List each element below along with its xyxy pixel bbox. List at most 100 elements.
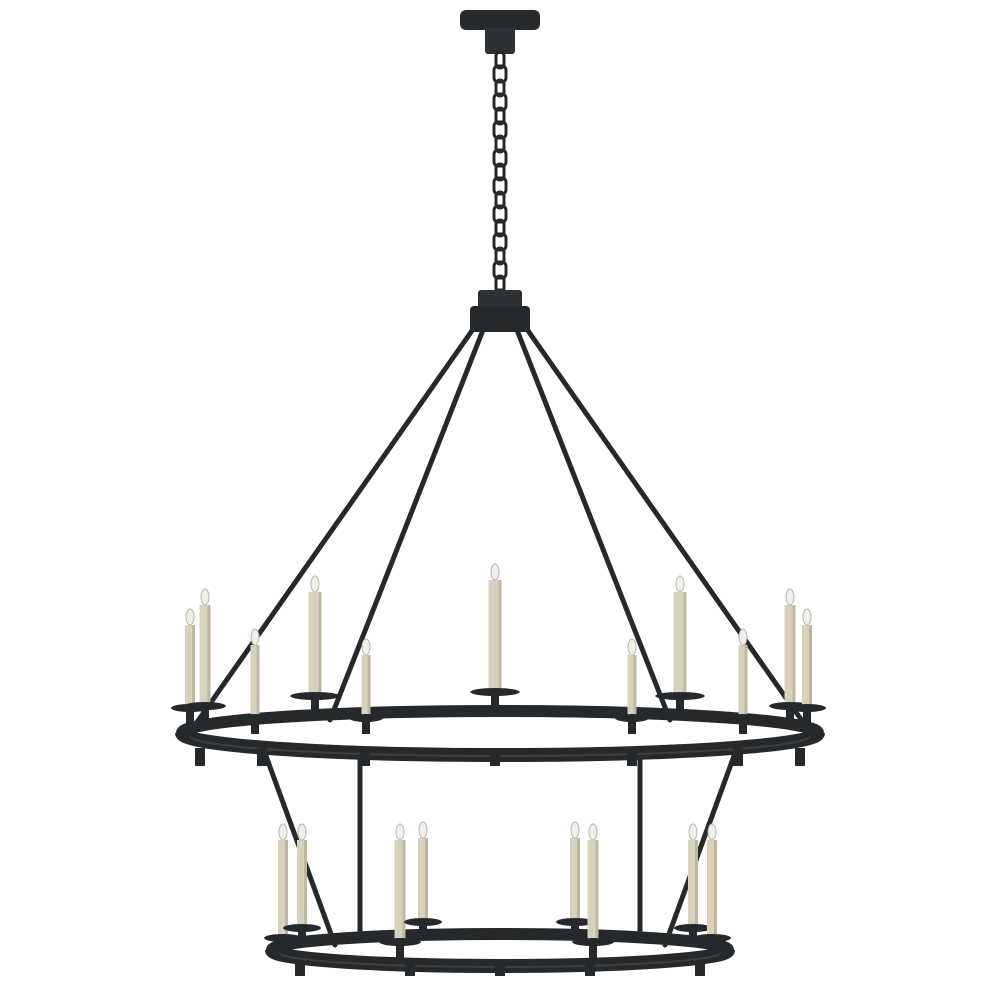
- candle-bulb: [738, 628, 748, 646]
- finial: [360, 748, 370, 766]
- finial: [195, 748, 205, 766]
- candle-cup: [676, 698, 684, 712]
- candle-shade: [498, 580, 502, 690]
- chain-link: [494, 134, 506, 154]
- support-rod: [662, 742, 741, 948]
- candle-cup: [201, 708, 209, 722]
- chain-link: [494, 106, 506, 126]
- bobeche: [184, 702, 226, 710]
- candle: [784, 605, 796, 704]
- candle-shade: [595, 840, 599, 940]
- support-rod: [327, 327, 486, 723]
- candle-shade: [744, 645, 748, 716]
- chain-link: [492, 204, 508, 224]
- candle-cup: [298, 930, 306, 944]
- candle-cup: [628, 720, 636, 734]
- candle-shade: [285, 840, 288, 936]
- bobeche: [470, 688, 520, 696]
- lower-tier-candles: [264, 821, 731, 958]
- candle-shade: [402, 840, 406, 940]
- candle-cup: [589, 944, 597, 958]
- finial: [490, 748, 500, 766]
- chain-link: [492, 232, 508, 252]
- bobeche: [614, 714, 650, 722]
- bobeche: [264, 934, 302, 942]
- chain-link: [494, 162, 506, 182]
- candle-cup: [491, 694, 499, 708]
- bobeche: [556, 918, 594, 926]
- candle-shade: [318, 592, 322, 694]
- bobeche: [572, 938, 614, 946]
- candle-bulb: [278, 823, 288, 841]
- finial: [295, 962, 305, 976]
- candle: [199, 605, 211, 704]
- candle-cup: [396, 944, 404, 958]
- candle-bulb: [675, 575, 685, 593]
- finial: [795, 748, 805, 766]
- support-rods: [185, 322, 815, 948]
- candle: [250, 645, 260, 716]
- candle-cup: [708, 940, 716, 954]
- hanging-chain: [492, 50, 508, 308]
- candle-shade: [367, 655, 371, 716]
- candle: [688, 840, 698, 926]
- bobeche: [655, 692, 705, 700]
- bobeche: [725, 714, 761, 722]
- candle-bulb: [361, 638, 371, 656]
- candle: [418, 838, 428, 920]
- candle-shade: [695, 840, 698, 926]
- candle-bulb: [490, 563, 500, 581]
- finial: [585, 962, 595, 976]
- ring-band-back: [176, 705, 824, 737]
- candle-cup: [689, 930, 697, 944]
- candle-cup: [786, 708, 794, 722]
- candle-bulb: [418, 821, 428, 839]
- finial: [405, 962, 415, 976]
- upper-ring-back: [176, 705, 824, 737]
- candle: [707, 840, 717, 936]
- candle: [308, 592, 322, 694]
- lower-ring-back: [266, 928, 734, 954]
- candle-bulb: [297, 823, 307, 841]
- candle: [185, 625, 195, 706]
- candle: [361, 655, 371, 716]
- chain-link: [492, 176, 508, 196]
- candle-cup: [419, 924, 427, 938]
- candle-shade: [809, 625, 812, 706]
- candle: [587, 840, 599, 940]
- ring-band-back: [266, 928, 734, 954]
- candle: [673, 592, 687, 694]
- candle-cup: [251, 720, 259, 734]
- candle-bulb: [310, 575, 320, 593]
- bobeche: [237, 714, 273, 722]
- lower-ring-front: [265, 945, 735, 976]
- chain-link: [494, 246, 506, 266]
- candle-bulb: [627, 638, 637, 656]
- ceiling-canopy: [460, 10, 540, 54]
- candle-cup: [571, 924, 579, 938]
- candle-shade: [683, 592, 687, 694]
- candle-bulb: [802, 608, 812, 626]
- candle-shade: [633, 655, 637, 716]
- candle-shade: [304, 840, 307, 926]
- candle-bulb: [588, 823, 598, 841]
- candle-shade: [792, 605, 796, 704]
- upper-tier-candles: [171, 563, 826, 734]
- candle-shade: [425, 838, 428, 920]
- candle-bulb: [688, 823, 698, 841]
- top-hub: [470, 290, 530, 332]
- chain-link: [494, 50, 506, 70]
- candle-bulb: [395, 823, 405, 841]
- chain-link: [492, 260, 508, 280]
- candle: [394, 840, 406, 940]
- chain-link: [494, 218, 506, 238]
- candle: [278, 840, 288, 936]
- chain-link: [492, 148, 508, 168]
- candle-bulb: [707, 823, 717, 841]
- candle: [627, 655, 637, 716]
- upper-ring-front: [175, 729, 825, 766]
- chain-link: [492, 120, 508, 140]
- candle-cup: [362, 720, 370, 734]
- bobeche: [788, 704, 826, 712]
